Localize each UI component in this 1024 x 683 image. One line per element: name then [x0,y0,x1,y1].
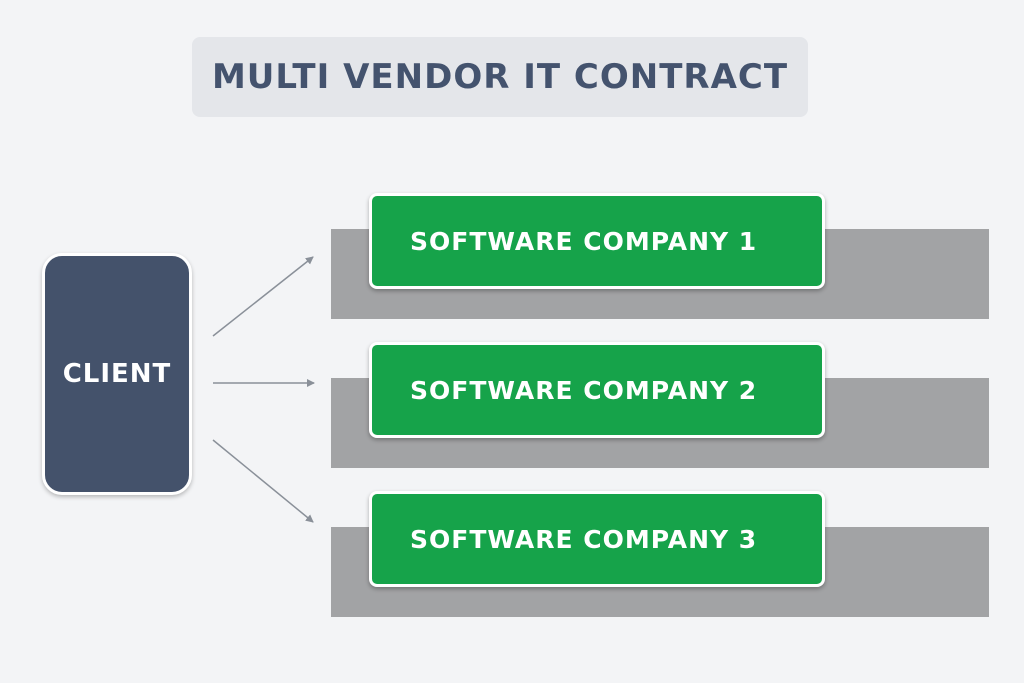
arrow-to-company-1 [212,256,314,337]
company-3-label: SOFTWARE COMPANY 3 [410,524,758,554]
arrow-to-company-3 [212,439,314,523]
company-2-label: SOFTWARE COMPANY 2 [410,375,758,405]
company-1-label: SOFTWARE COMPANY 1 [410,226,758,256]
client-node: CLIENT [42,253,192,495]
company-node-1: SOFTWARE COMPANY 1 [369,193,825,289]
company-node-3: SOFTWARE COMPANY 3 [369,491,825,587]
diagram-title-box: MULTI VENDOR IT CONTRACT [192,37,808,117]
diagram-title: MULTI VENDOR IT CONTRACT [211,57,789,97]
company-node-2: SOFTWARE COMPANY 2 [369,342,825,438]
client-label: CLIENT [62,359,172,389]
